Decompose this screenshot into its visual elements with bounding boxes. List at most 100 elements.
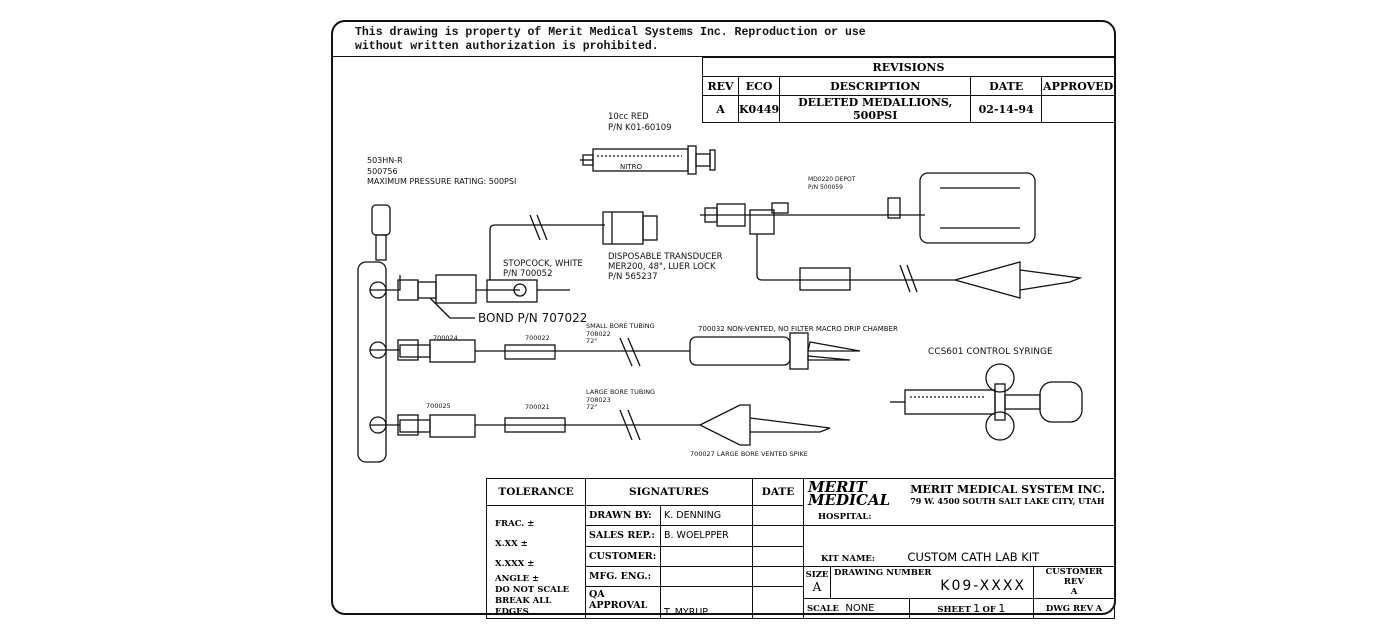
- kit-name-value: CUSTOM CATH LAB KIT: [907, 549, 1040, 564]
- customer-value: [660, 545, 753, 567]
- syringe-marking: NITRO: [620, 163, 642, 171]
- description-value: DELETED MEDALLIONS, 500PSI: [779, 95, 972, 123]
- mfg-eng-value: [660, 565, 753, 588]
- control-syringe-drawing: [890, 363, 1083, 441]
- manifold-part-number: 500756: [367, 166, 398, 176]
- transducer-line-1: DISPOSABLE TRANSDUCER: [608, 252, 723, 262]
- hospital-label: HOSPITAL:: [818, 512, 872, 522]
- dwg-rev-cell: DWG REV A: [1033, 598, 1115, 619]
- size-value: A: [812, 580, 822, 595]
- part-700024: 700024: [433, 334, 458, 342]
- transducer-line-3: P/N 565237: [608, 272, 658, 282]
- notice-line-1: This drawing is property of Merit Medica…: [355, 26, 866, 39]
- bond-label: BOND P/N 707022: [478, 311, 588, 325]
- small-bore-length: 72": [586, 337, 598, 345]
- part-700022: 700022: [525, 334, 550, 342]
- sales-rep-value: B. WOELPPER: [660, 525, 753, 547]
- spike-label: 700027 LARGE BORE VENTED SPIKE: [690, 450, 808, 458]
- large-bore-length: 72": [586, 403, 598, 411]
- stopcock-part-number: P/N 700052: [503, 269, 553, 279]
- mfg-eng-label: MFG. ENG.:: [585, 565, 661, 588]
- drawing-number-value: K09-XXXX: [940, 577, 1026, 594]
- small-bore-callout: SMALL BORE TUBING 708022 72": [586, 322, 655, 346]
- large-bore-callout: LARGE BORE TUBING 708023 72": [586, 388, 656, 412]
- syringe-color: 10cc RED: [608, 112, 649, 122]
- do-not-scale: DO NOT SCALE: [495, 585, 570, 595]
- stopcock-label: STOPCOCK, WHITE: [503, 259, 583, 269]
- transducer-line-2: MER200, 48", LUER LOCK: [608, 262, 716, 272]
- sheet-label: SHEET: [937, 605, 971, 615]
- tol-xxx: X.XXX ±: [495, 559, 535, 569]
- break-edges: BREAK ALL EDGES: [495, 596, 552, 617]
- size-cell: SIZE A: [803, 565, 831, 600]
- tolerance-header: TOLERANCE: [487, 479, 585, 506]
- drawn-by-value: K. DENNING: [660, 505, 753, 526]
- control-syringe-label: CCS601 CONTROL SYRINGE: [928, 347, 1053, 357]
- approved-value: [1041, 95, 1115, 123]
- transducer-line-drawing: [417, 211, 658, 304]
- qa-approval-label: QA APPROVAL: [585, 586, 661, 619]
- sheet-total: 1: [998, 602, 1006, 615]
- depot-part-number: P/N 500059: [808, 184, 843, 191]
- tolerance-cell: TOLERANCE FRAC. ± X.XX ± X.XXX ± ANGLE ±…: [486, 478, 586, 619]
- notice-line-2: without written authorization is prohibi…: [355, 40, 659, 53]
- sheet-number: 1: [973, 602, 981, 615]
- manifold-drawing: [357, 204, 419, 463]
- syringe-part-number: P/N K01-60109: [608, 123, 672, 133]
- kit-name-label: KIT NAME:: [821, 553, 876, 564]
- qa-approval-value: T. MYRUP: [660, 586, 753, 619]
- drawing-number-cell: DRAWING NUMBER K09-XXXX: [830, 565, 1034, 600]
- date-value: 02-14-94: [970, 95, 1043, 123]
- customer-rev-label: CUSTOMER REV: [1045, 567, 1103, 588]
- ownership-notice: This drawing is property of Merit Medica…: [355, 26, 866, 54]
- title-block: TOLERANCE FRAC. ± X.XX ± X.XXX ± ANGLE ±…: [486, 478, 1115, 619]
- nitro-syringe-drawing: [580, 145, 716, 175]
- tol-xx: X.XX ±: [495, 539, 528, 549]
- drip-chamber-label: 700032 NON-VENTED, NO FILTER MACRO DRIP …: [698, 325, 898, 333]
- company-cell: MERIT MEDICAL MERIT MEDICAL SYSTEM INC. …: [803, 478, 1115, 526]
- manifold-code: 503HN-R: [367, 156, 403, 165]
- tol-angle: ANGLE ±: [495, 574, 540, 584]
- notice-divider: [332, 56, 1115, 57]
- syringe-callout: 10cc RED P/N K01-60109: [608, 112, 672, 134]
- company-address: 79 W. 4500 SOUTH SALT LAKE CITY, UTAH: [910, 495, 1105, 506]
- eco-value: K0449: [737, 95, 781, 123]
- manifold-callout: 503HN-R 500756 MAXIMUM PRESSURE RATING: …: [367, 156, 516, 188]
- depot-code: MD0220 DEPOT: [808, 176, 856, 183]
- dwg-rev-value: A: [1095, 603, 1103, 614]
- large-bore-label: LARGE BORE TUBING: [586, 388, 656, 396]
- small-bore-line-drawing: [399, 332, 861, 370]
- revisions-table: REVISIONS REV ECO DESCRIPTION DATE APPRO…: [702, 57, 1115, 123]
- tol-frac: FRAC. ±: [495, 519, 535, 529]
- kit-name-cell: KIT NAME: CUSTOM CATH LAB KIT: [803, 525, 1115, 567]
- signatures-header: SIGNATURES: [585, 478, 753, 506]
- large-bore-line-drawing: [399, 404, 831, 446]
- sheet-cell: SHEET 1 OF 1: [908, 598, 1035, 619]
- of-label: OF: [982, 605, 996, 615]
- drawn-by-label: DRAWN BY:: [585, 505, 661, 526]
- part-700021: 700021: [525, 403, 550, 411]
- drawing-number-label: DRAWING NUMBER: [834, 567, 932, 578]
- sales-rep-label: SALES REP.:: [585, 525, 661, 547]
- merit-logo: MERIT MEDICAL: [808, 480, 890, 508]
- transducer-callout: DISPOSABLE TRANSDUCER MER200, 48", LUER …: [608, 252, 723, 282]
- small-bore-part-number: 708022: [586, 329, 611, 338]
- part-700025: 700025: [426, 402, 451, 410]
- customer-label: CUSTOMER:: [585, 545, 661, 567]
- dwg-rev-label: DWG REV: [1045, 603, 1094, 614]
- scale-value: NONE: [845, 603, 875, 614]
- small-bore-label: SMALL BORE TUBING: [586, 322, 655, 330]
- approved-header: APPROVED: [1041, 76, 1115, 96]
- scale-label: SCALE: [807, 604, 839, 614]
- customer-rev-cell: CUSTOMER REV A: [1033, 565, 1115, 600]
- manifold-pressure: MAXIMUM PRESSURE RATING: 500PSI: [367, 177, 517, 186]
- stopcock-callout: STOPCOCK, WHITE P/N 700052: [503, 259, 583, 279]
- depot-drawing: [700, 172, 1083, 299]
- eco-header: ECO: [737, 76, 781, 96]
- large-bore-part-number: 708023: [586, 395, 611, 404]
- depot-callout: MD0220 DEPOT P/N 500059: [808, 176, 855, 192]
- scale-cell: SCALE NONE: [803, 598, 910, 619]
- date-header-tb: DATE: [752, 478, 804, 506]
- size-label: SIZE: [805, 570, 829, 581]
